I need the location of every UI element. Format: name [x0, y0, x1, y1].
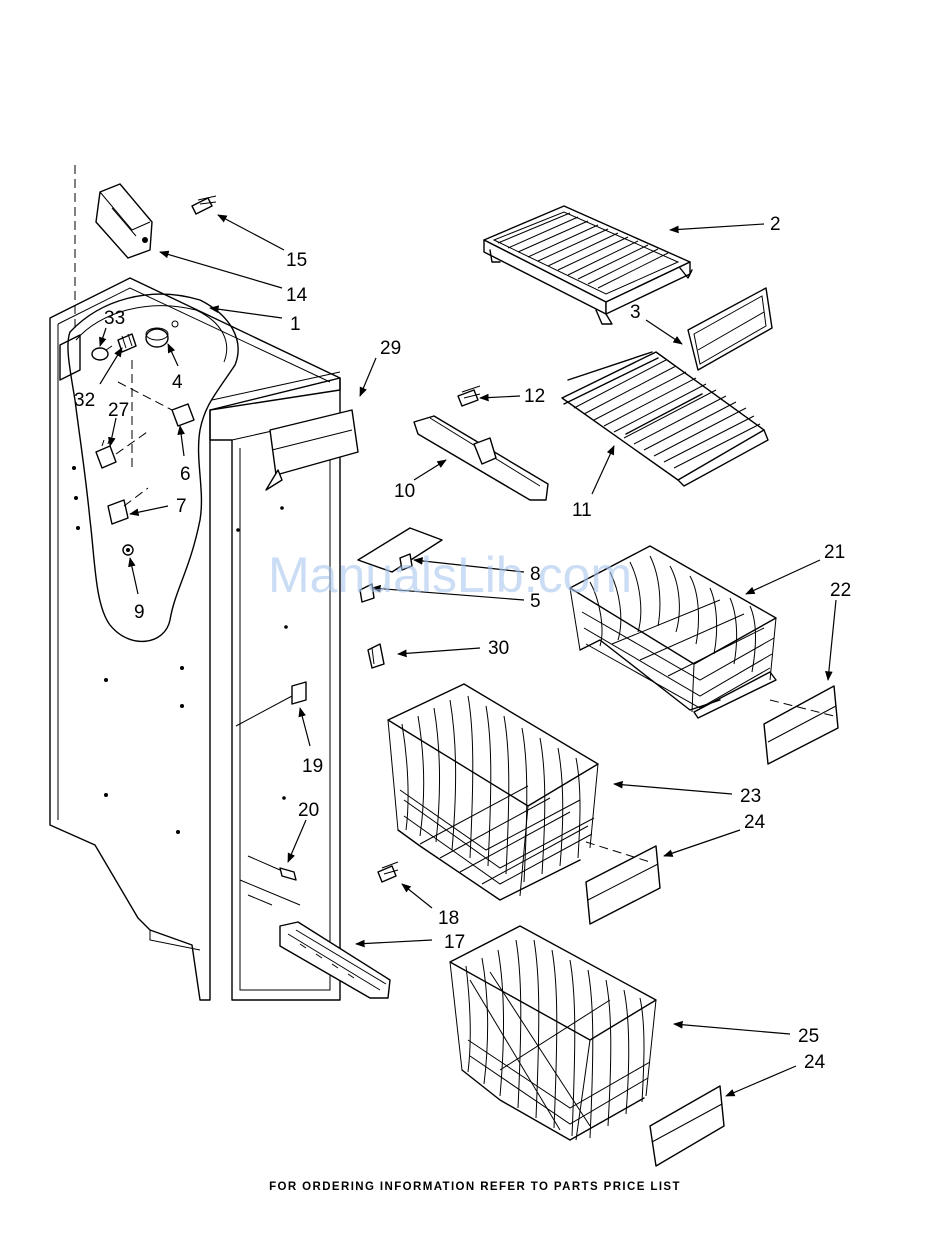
callout-27: 27: [108, 400, 129, 421]
callout-2: 2: [770, 214, 781, 235]
callout-15: 15: [286, 250, 307, 271]
part-6-damper: [118, 382, 194, 426]
callout-17: 17: [444, 932, 465, 953]
bracket-10: [414, 416, 548, 500]
screw-12: [458, 386, 480, 406]
cover-17: [280, 922, 390, 998]
callout-6: 6: [180, 464, 191, 485]
part-7-switch: [108, 488, 148, 524]
part-27-thermostat: [96, 430, 150, 468]
shelf-2: [484, 206, 692, 324]
part-4-knob: [146, 321, 178, 347]
screw-18: [378, 862, 398, 882]
trim-24a: [586, 842, 660, 924]
callout-1: 1: [290, 314, 301, 335]
callout-20: 20: [298, 800, 319, 821]
wire-shelf-11: [562, 352, 768, 486]
trim-3: [688, 288, 772, 370]
part-30-clip: [368, 644, 384, 668]
callout-24b: 24: [804, 1052, 826, 1073]
trim-24b: [650, 1086, 724, 1166]
callout-21: 21: [824, 542, 845, 563]
callout-9: 9: [134, 602, 145, 623]
callout-19: 19: [302, 756, 323, 777]
bracket-14: [96, 184, 152, 258]
callout-4: 4: [172, 372, 183, 393]
callout-22: 22: [830, 580, 851, 601]
callout-24a: 24: [744, 812, 766, 833]
basket-25: [450, 926, 656, 1140]
callout-12: 12: [524, 386, 545, 407]
callout-7: 7: [176, 496, 187, 517]
basket-23: [388, 684, 598, 900]
watermark: ManualsLib.com: [268, 547, 632, 603]
callout-29: 29: [380, 338, 401, 359]
callout-33: 33: [104, 308, 125, 329]
part-33-lamp: [92, 346, 112, 360]
footer-note: FOR ORDERING INFORMATION REFER TO PARTS …: [0, 1181, 950, 1193]
callout-10: 10: [394, 481, 415, 502]
callout-23: 23: [740, 786, 761, 807]
callout-11: 11: [572, 500, 592, 521]
callout-14: 14: [286, 285, 308, 306]
part-19-clip: [236, 682, 306, 726]
callout-3: 3: [630, 302, 641, 323]
callout-25: 25: [798, 1026, 819, 1047]
callout-18: 18: [438, 908, 459, 929]
trim-22: [764, 686, 838, 764]
part-9-button: [123, 545, 133, 555]
callout-30: 30: [488, 638, 509, 659]
callout-32: 32: [74, 390, 95, 411]
part-29-channel: [266, 410, 358, 490]
screw-15: [192, 196, 216, 214]
